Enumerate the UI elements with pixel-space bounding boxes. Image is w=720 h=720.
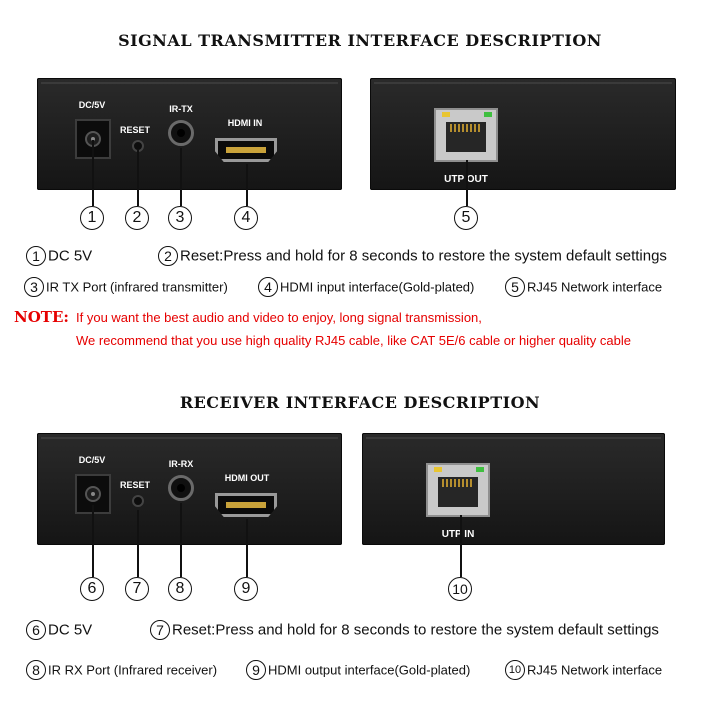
marker-2: 2 <box>125 206 149 230</box>
marker-4: 4 <box>234 206 258 230</box>
leader-line-10 <box>460 515 462 577</box>
rj45-utp-out-port <box>434 108 498 162</box>
transmitter-front-panel: DC/5V RESET IR-TX HDMI IN <box>37 78 342 190</box>
utp-label: UTP IN <box>441 529 475 540</box>
marker-7: 7 <box>125 577 149 601</box>
note-line-2: We recommend that you use high quality R… <box>76 333 631 348</box>
ir-label: IR-TX <box>169 104 193 114</box>
rj45-utp-in-port <box>426 463 490 517</box>
hdmi-in-port <box>215 138 277 162</box>
marker-5: 5 <box>454 206 478 230</box>
reset-label: RESET <box>119 125 150 135</box>
dc-label: DC/5V <box>78 100 106 110</box>
receiver-front-panel: DC/5V RESET IR-RX HDMI OUT <box>37 433 342 545</box>
leader-line-2 <box>137 150 139 206</box>
reset-button <box>132 495 144 507</box>
marker-1: 1 <box>80 206 104 230</box>
note-label: NOTE: <box>14 308 69 326</box>
marker-9: 9 <box>234 577 258 601</box>
receiver-title: RECEIVER INTERFACE DESCRIPTION <box>179 393 541 412</box>
marker-8: 8 <box>168 577 192 601</box>
leader-line-5 <box>466 160 468 206</box>
ir-tx-jack <box>168 120 194 146</box>
leader-line-7 <box>137 510 139 577</box>
hdmi-out-port <box>215 493 277 517</box>
marker-6: 6 <box>80 577 104 601</box>
transmitter-title: SIGNAL TRANSMITTER INTERFACE DESCRIPTION <box>118 31 602 50</box>
receiver-back-panel: UTP IN <box>362 433 665 545</box>
ir-label: IR-RX <box>168 459 194 469</box>
ir-rx-jack <box>168 475 194 501</box>
leader-line-1 <box>92 140 94 206</box>
note-line-1: If you want the best audio and video to … <box>76 310 482 325</box>
dc-label: DC/5V <box>78 455 106 465</box>
leader-line-6 <box>92 505 94 577</box>
leader-line-9 <box>246 519 248 577</box>
leader-line-3 <box>180 148 182 206</box>
leader-line-8 <box>180 503 182 577</box>
marker-3: 3 <box>168 206 192 230</box>
hdmi-label: HDMI OUT <box>224 473 270 483</box>
marker-10: 10 <box>448 577 472 601</box>
reset-label: RESET <box>119 480 150 490</box>
transmitter-back-panel: UTP OUT <box>370 78 676 190</box>
hdmi-label: HDMI IN <box>227 118 263 128</box>
leader-line-4 <box>246 164 248 206</box>
